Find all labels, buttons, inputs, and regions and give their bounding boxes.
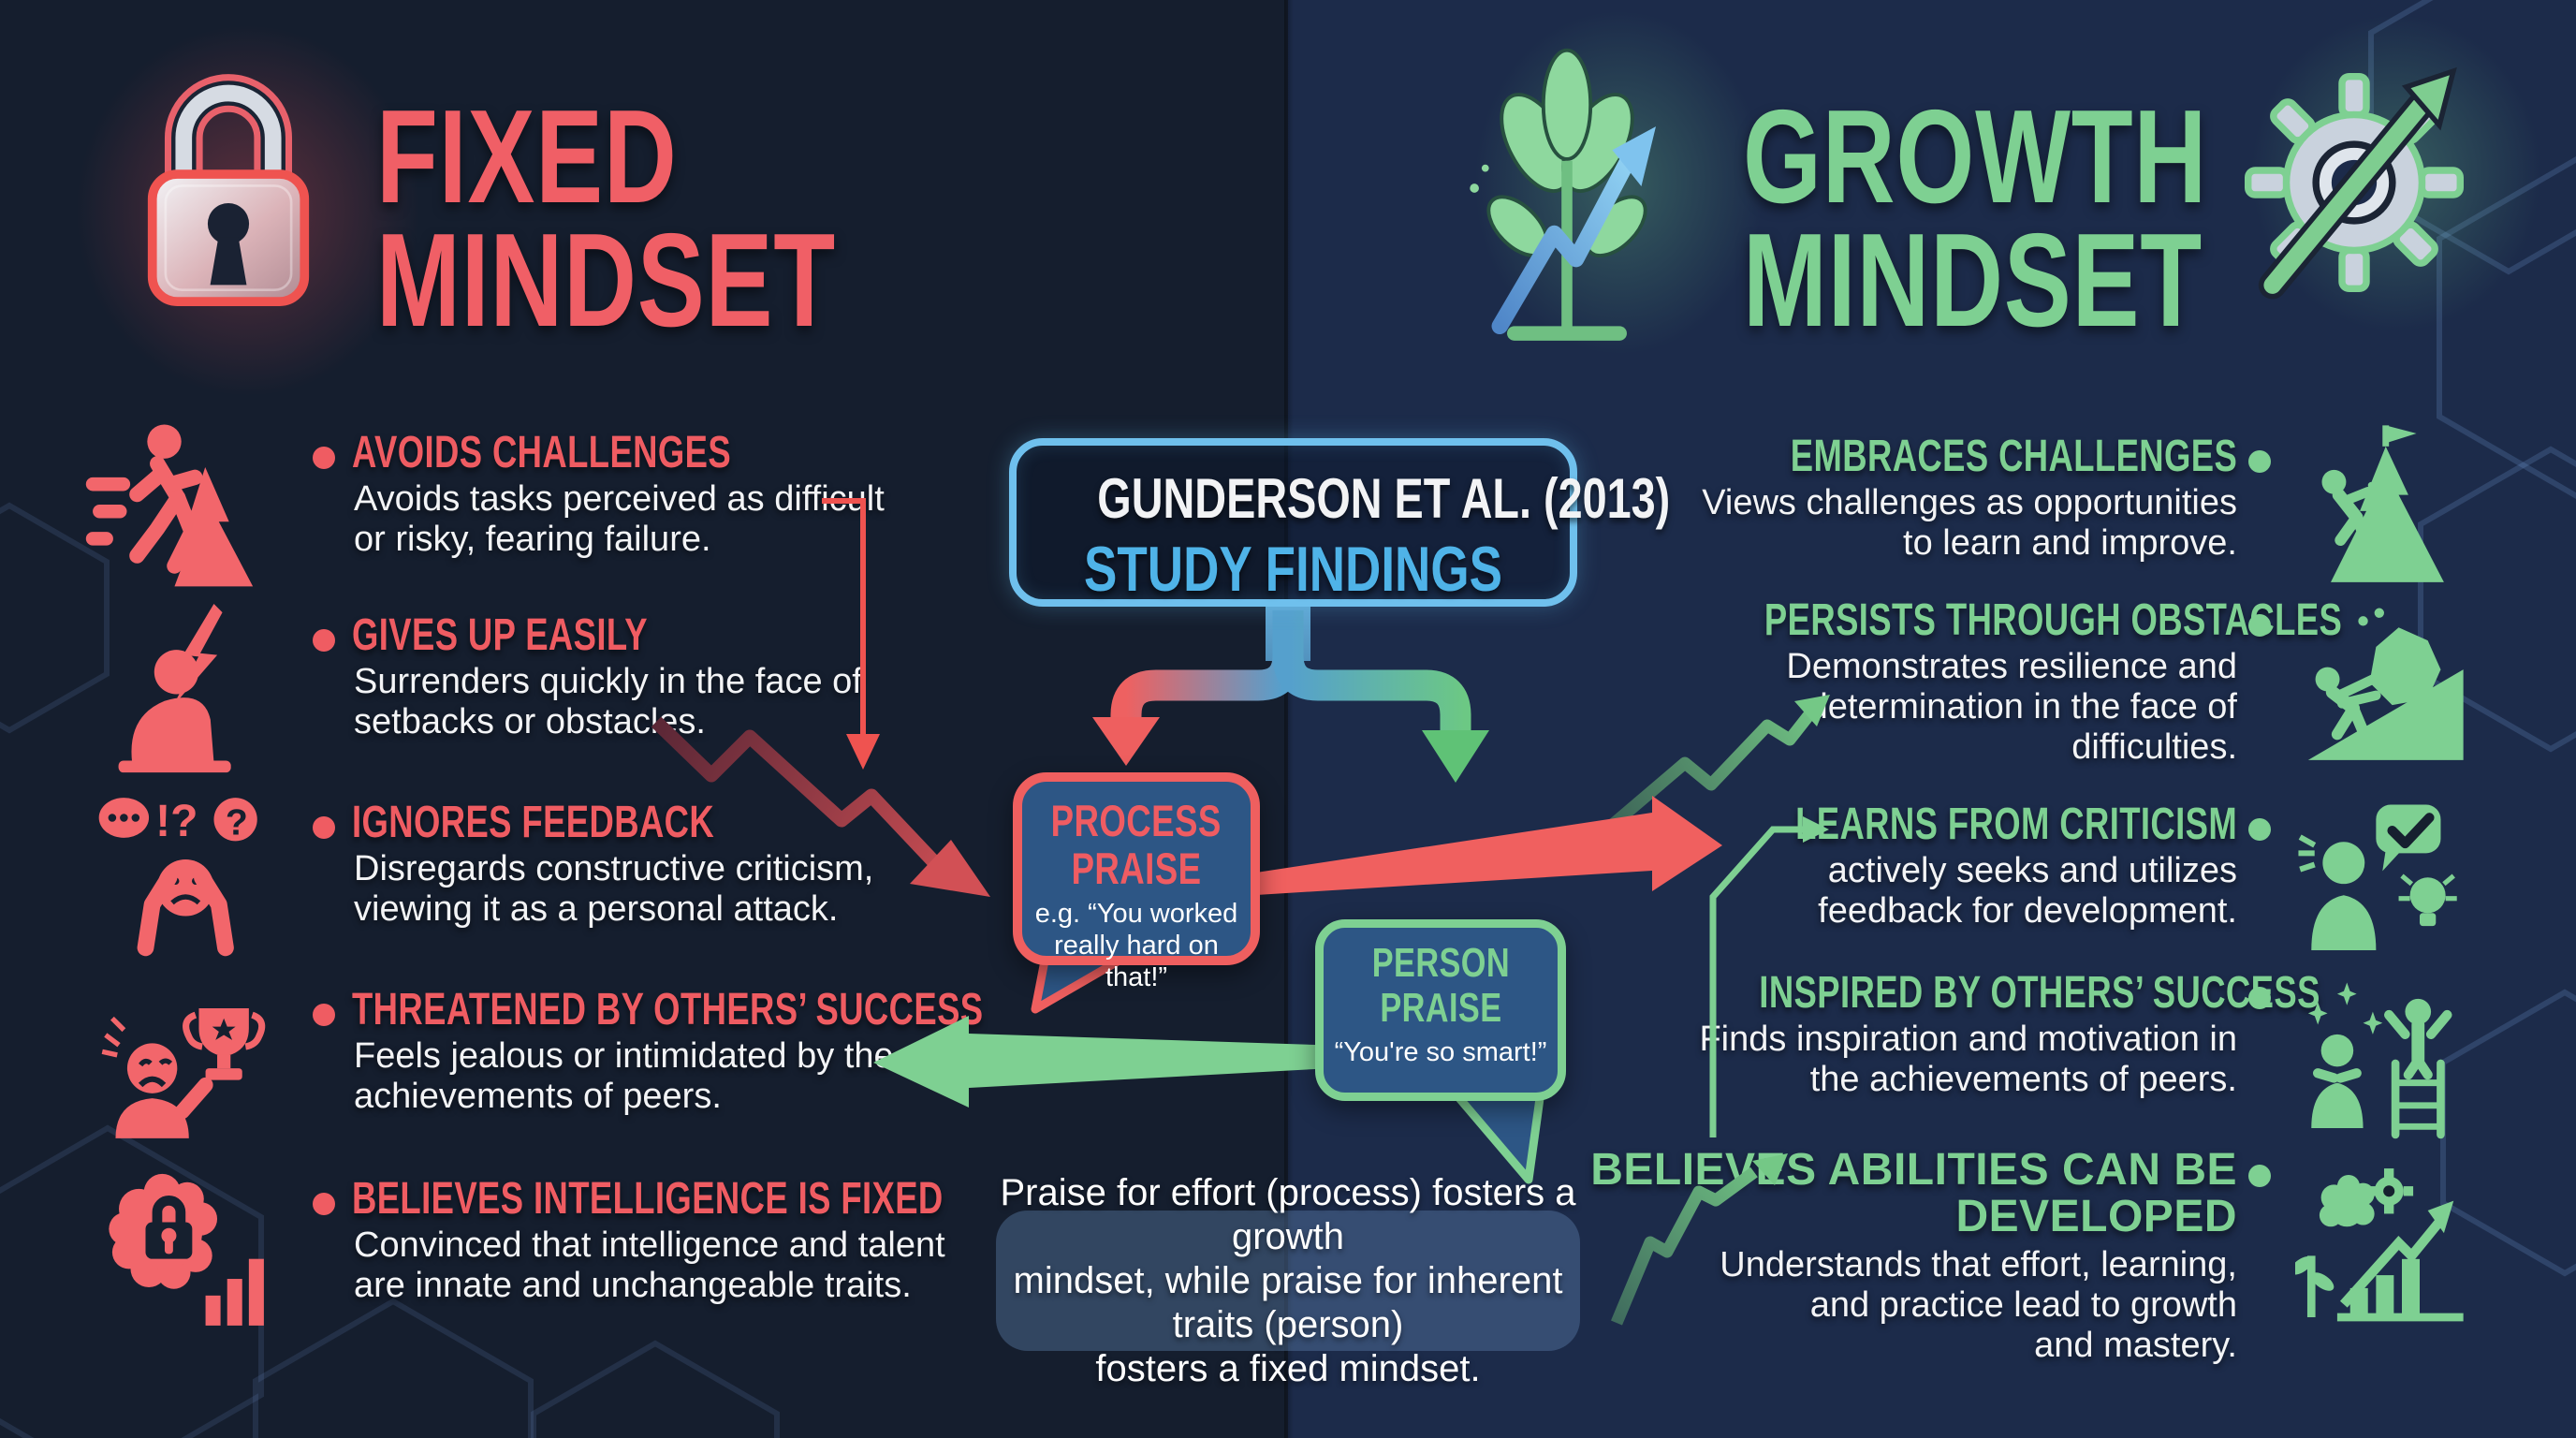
study-findings-label: STUDY FINDINGS xyxy=(1084,534,1502,605)
svg-text:?: ? xyxy=(226,802,248,843)
item-title: EMBRACES CHALLENGES xyxy=(1790,432,2237,481)
growth-plant-icon xyxy=(1449,34,1685,343)
red-down-arrowhead xyxy=(1092,717,1160,766)
rising-zigzag-arrow-upper xyxy=(1598,709,1816,838)
item-desc: Views challenges as opportunities to lea… xyxy=(1702,483,2237,563)
item-title: GIVES UP EASILY xyxy=(352,610,648,660)
process-praise-quote: e.g. “You worked really hard on that!” xyxy=(1034,899,1238,992)
boulder-push-icon xyxy=(2295,597,2473,768)
bullet-dot xyxy=(2248,987,2271,1009)
note-text: Praise for effort (process) fosters a gr… xyxy=(1000,1171,1576,1389)
gear-arrow-icon xyxy=(2232,51,2476,314)
item-title: AVOIDS CHALLENGES xyxy=(352,428,732,477)
person-praise-arrow xyxy=(873,1016,1315,1108)
locked-brain-icon xyxy=(89,1166,285,1332)
item-desc: Disregards constructive criticism, viewi… xyxy=(354,849,874,929)
item-title: BELIEVES ABILITIES CAN BE DEVELOPED xyxy=(1590,1145,2237,1241)
fixed-mindset-title: FIXED MINDSET xyxy=(376,82,981,356)
bullet-dot xyxy=(2248,614,2271,637)
jealous-trophy-icon xyxy=(89,978,285,1145)
rising-zigzag-arrow-lower xyxy=(1611,1167,1758,1326)
process-praise-line2: PRAISE xyxy=(1071,844,1202,893)
study-findings-box: GUNDERSON ET AL. (2013) STUDY FINDINGS xyxy=(1009,438,1670,607)
fixed-elbow-connector xyxy=(822,498,866,738)
growing-brain-icon xyxy=(2295,1161,2473,1331)
padlock-icon xyxy=(129,26,328,337)
covering-ears-icon: !? ? xyxy=(89,791,285,958)
bullet-dot xyxy=(313,447,335,469)
person-praise-line2: PRAISE xyxy=(1379,985,1502,1031)
bullet-dot xyxy=(2248,818,2271,841)
person-praise-quote: “You're so smart!” xyxy=(1334,1037,1547,1067)
item-title: PERSISTS THROUGH OBSTACLES xyxy=(1764,595,2343,645)
item-desc: actively seeks and utilizes feedback for… xyxy=(1818,851,2237,931)
growth-elbow-connector xyxy=(1709,826,1805,1137)
item-desc: Convinced that intelligence and talent a… xyxy=(354,1225,945,1305)
growth-title-line2: MINDSET xyxy=(1743,206,2203,356)
study-branch-connector xyxy=(1092,603,1489,783)
person-praise-line1: PERSON xyxy=(1371,940,1510,986)
person-bubble-tail xyxy=(1449,1087,1545,1184)
bullet-dot xyxy=(313,629,335,652)
declining-zigzag-arrow xyxy=(651,716,957,886)
peer-celebration-icon xyxy=(2295,972,2473,1142)
feedback-lightbulb-icon xyxy=(2295,794,2473,964)
fixed-title-line2: MINDSET xyxy=(376,206,836,356)
svg-text:!?: !? xyxy=(155,796,198,846)
growth-mindset-title: GROWTH MINDSET xyxy=(1743,82,2354,356)
bullet-dot xyxy=(2248,1165,2271,1187)
study-summary-note: Praise for effort (process) fosters a gr… xyxy=(996,1172,1580,1389)
process-praise-line1: PROCESS xyxy=(1050,796,1222,845)
item-title: IGNORES FEEDBACK xyxy=(352,798,715,847)
item-title: LEARNS FROM CRITICISM xyxy=(1794,800,2237,849)
item-title: BELIEVES INTELLIGENCE IS FIXED xyxy=(352,1174,944,1224)
panel-divider xyxy=(1284,0,1294,1438)
fixed-title-line1: FIXED xyxy=(376,82,678,231)
item-title: THREATENED BY OTHERS’ SUCCESS xyxy=(352,985,984,1034)
bullet-dot xyxy=(313,816,335,839)
bullet-dot xyxy=(313,1004,335,1026)
study-citation: GUNDERSON ET AL. (2013) xyxy=(1097,467,1671,530)
item-desc: Feels jealous or intimidated by the achi… xyxy=(354,1036,894,1116)
growth-title-line1: GROWTH xyxy=(1743,82,2208,231)
fleeing-runner-icon xyxy=(84,419,292,590)
mountain-climber-icon xyxy=(2295,419,2473,590)
person-praise-bubble: PERSON PRAISE “You're so smart!” xyxy=(1315,919,1566,1101)
green-down-arrowhead xyxy=(1422,730,1489,783)
bullet-dot xyxy=(2248,450,2271,473)
item-title: INSPIRED BY OTHERS’ SUCCESS xyxy=(1759,968,2320,1018)
item-desc: Demonstrates resilience and determinatio… xyxy=(1786,647,2237,767)
bullet-dot xyxy=(313,1193,335,1215)
process-praise-bubble: PROCESS PRAISE e.g. “You worked really h… xyxy=(1013,772,1260,992)
process-praise-arrow xyxy=(1256,796,1722,895)
slumped-person-icon xyxy=(101,604,279,774)
item-desc: Understands that effort, learning, and p… xyxy=(1720,1245,2237,1365)
